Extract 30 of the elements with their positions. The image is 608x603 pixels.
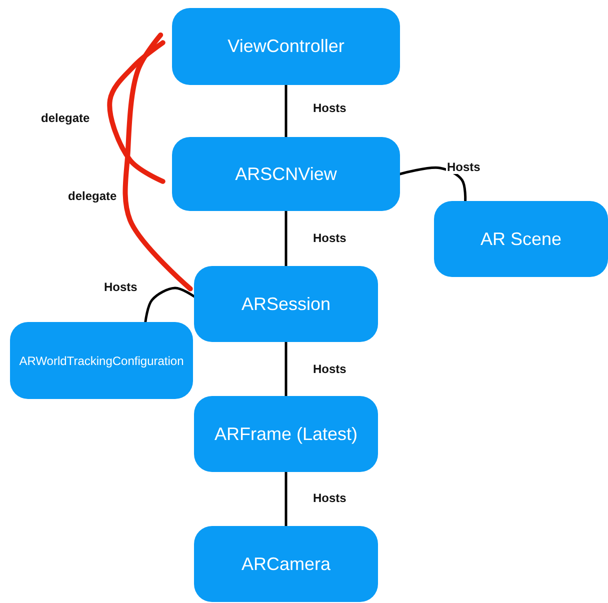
connector-line (144, 286, 196, 324)
edge-label: Hosts (312, 362, 348, 376)
edge-label: Hosts (446, 160, 482, 174)
connector-line (284, 470, 288, 528)
class-box (172, 137, 400, 211)
class-name: ARSCNView (235, 164, 337, 184)
edge-label: Hosts (312, 101, 348, 115)
connector-line (284, 340, 288, 398)
connector-line (284, 84, 288, 138)
edge-label: delegate (67, 189, 118, 203)
class-box (194, 266, 378, 342)
connector-line (398, 166, 467, 202)
edge-label: Hosts (312, 491, 348, 505)
class-name: ARCamera (241, 554, 331, 574)
class-name: ARFrame (Latest) (214, 424, 358, 444)
class-name: ARWorldTrackingConfiguration (19, 354, 184, 368)
class-box (194, 526, 378, 602)
edge-label: Hosts (103, 280, 138, 294)
class-name: ARSession (241, 294, 331, 314)
class-box (172, 8, 400, 85)
class-box (10, 322, 193, 399)
class-box (434, 201, 608, 277)
class-name: ViewController (228, 36, 344, 57)
connector-line (284, 210, 288, 268)
edge-label: Hosts (312, 231, 348, 245)
class-box (194, 396, 378, 472)
class-name: AR Scene (480, 228, 562, 250)
delegate-curve (122, 32, 193, 292)
delegate-curve (107, 40, 166, 184)
edge-label: delegate (40, 111, 91, 125)
